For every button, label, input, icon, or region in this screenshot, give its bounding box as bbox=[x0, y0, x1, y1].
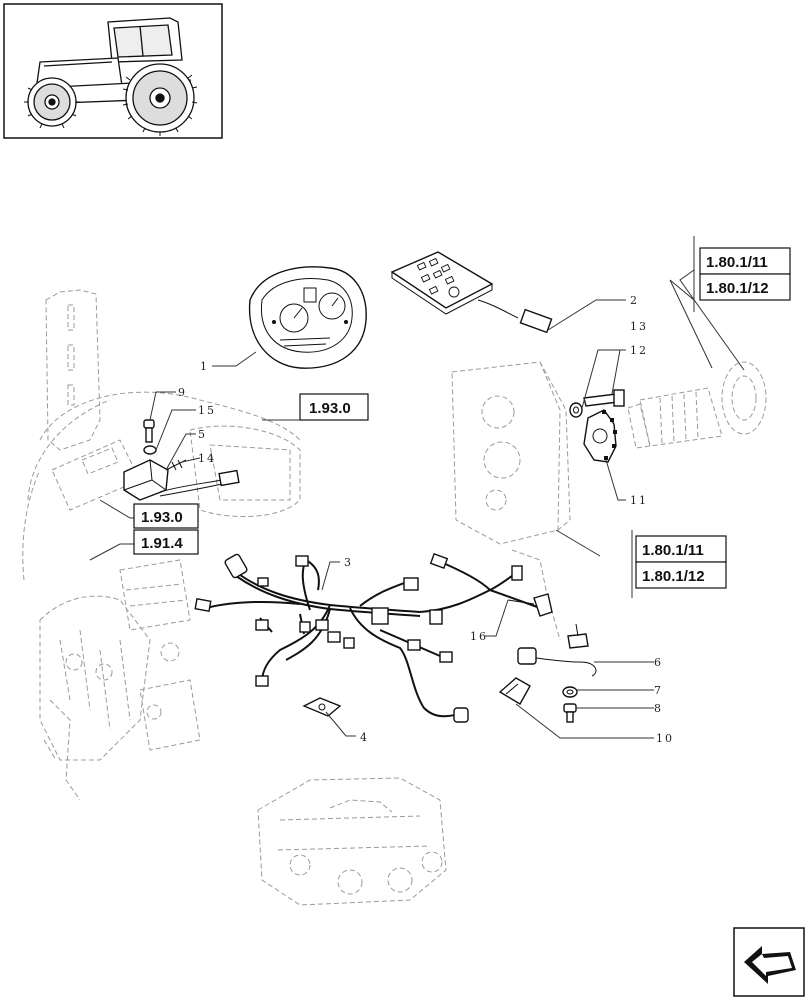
ref-box-1-80-mid[interactable]: 1.80.1/11 1.80.1/12 bbox=[631, 530, 727, 598]
ref-box-1-93-bottom[interactable]: 1.93.0 bbox=[133, 503, 199, 529]
sensor-5[interactable] bbox=[123, 459, 187, 501]
tractor-icon bbox=[24, 17, 198, 136]
wiring-harness[interactable] bbox=[194, 553, 541, 723]
ref-label: 1.80.1/11 bbox=[706, 254, 768, 271]
arrow-icon bbox=[744, 946, 796, 984]
clamp-4[interactable] bbox=[302, 697, 342, 717]
callout-8: 8 bbox=[654, 702, 663, 715]
instrument-cluster[interactable] bbox=[248, 266, 367, 369]
washer-15[interactable] bbox=[143, 445, 157, 455]
ref-box-1-80-top[interactable]: 1.80.1/11 1.80.1/12 bbox=[693, 236, 791, 312]
sensor-gear[interactable] bbox=[583, 409, 617, 463]
washer-13[interactable] bbox=[569, 402, 583, 418]
callout-10: 10 bbox=[656, 732, 674, 745]
tractor-thumbnail[interactable] bbox=[3, 3, 223, 139]
ref-label: 1.80.1/12 bbox=[642, 568, 705, 585]
navigation-button[interactable] bbox=[733, 927, 805, 997]
callout-1: 1 bbox=[200, 360, 209, 373]
callout-15: 15 bbox=[198, 404, 216, 417]
ref-label: 1.91.4 bbox=[141, 535, 183, 552]
pto-shaft bbox=[627, 361, 767, 449]
cable-14[interactable] bbox=[159, 469, 240, 497]
callout-12: 12 bbox=[630, 344, 648, 357]
callout-2: 2 bbox=[630, 294, 639, 307]
ref-box-1-91[interactable]: 1.91.4 bbox=[133, 529, 199, 555]
switch-panel[interactable] bbox=[390, 251, 553, 334]
callout-6: 6 bbox=[654, 656, 663, 669]
bolt-12[interactable] bbox=[583, 389, 625, 407]
bolt-9[interactable] bbox=[143, 419, 155, 443]
callout-4: 4 bbox=[360, 731, 369, 744]
callout-13: 13 bbox=[630, 320, 648, 333]
callout-16: 16 bbox=[470, 630, 488, 643]
callout-labels: 1 2 3 4 5 6 7 8 9 10 11 12 13 14 15 16 bbox=[178, 294, 674, 745]
callout-3: 3 bbox=[344, 556, 353, 569]
ghost-background bbox=[22, 289, 561, 906]
ref-label: 1.80.1/11 bbox=[642, 542, 704, 559]
callout-5: 5 bbox=[198, 428, 207, 441]
leader-lines bbox=[89, 269, 745, 739]
callout-14: 14 bbox=[198, 452, 216, 465]
ref-label: 1.80.1/12 bbox=[706, 280, 769, 297]
ref-label: 1.93.0 bbox=[309, 400, 351, 417]
washer-7[interactable] bbox=[562, 686, 578, 698]
screw-8[interactable] bbox=[563, 703, 577, 723]
callout-11: 11 bbox=[630, 494, 648, 507]
ref-label: 1.93.0 bbox=[141, 509, 183, 526]
ref-box-1-93-top[interactable]: 1.93.0 bbox=[299, 393, 369, 421]
speed-sensor-6[interactable] bbox=[517, 623, 597, 677]
bracket-10[interactable] bbox=[498, 677, 531, 705]
callout-7: 7 bbox=[654, 684, 663, 697]
callout-9: 9 bbox=[178, 386, 187, 399]
sensor-16[interactable] bbox=[507, 593, 553, 617]
transmission-housing bbox=[451, 361, 571, 545]
